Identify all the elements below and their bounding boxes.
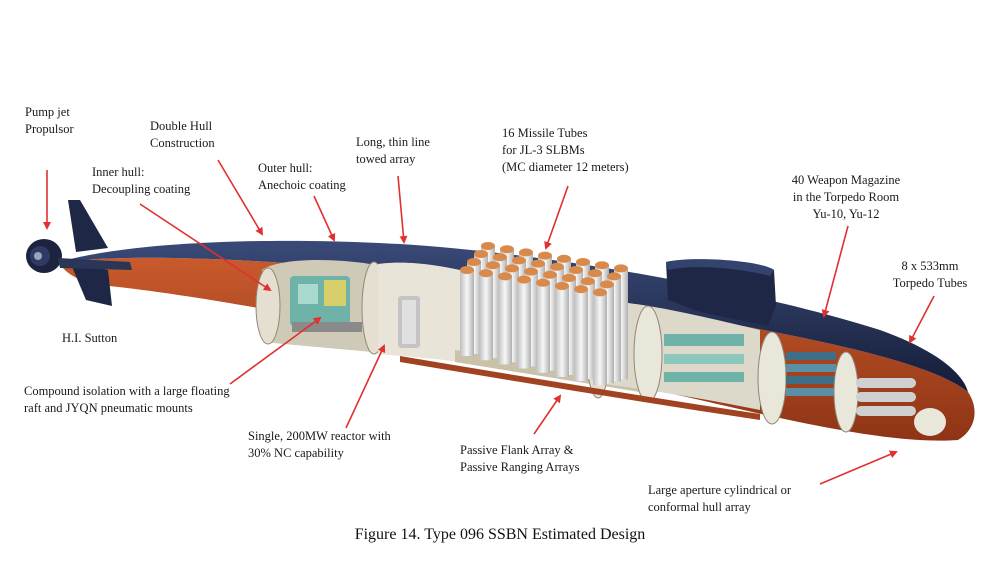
missile-tube-cap	[562, 274, 576, 282]
label-conformal-array: Large aperture cylindrical or conformal …	[648, 482, 791, 516]
missile-tube-cap	[536, 279, 550, 287]
missile-tube-cap	[557, 255, 571, 263]
label-torpedo-tubes: 8 x 533mm Torpedo Tubes	[882, 258, 978, 292]
missile-tube	[479, 273, 493, 360]
missile-tube	[593, 292, 607, 385]
missile-tube-cap	[493, 253, 507, 261]
missile-tube-cap	[467, 258, 481, 266]
label-flank-array: Passive Flank Array & Passive Ranging Ar…	[460, 442, 579, 476]
arrow-towed-array	[398, 176, 404, 242]
arrow-reactor	[346, 346, 384, 428]
missile-tube-cap	[550, 263, 564, 271]
missile-tube-cap	[538, 252, 552, 260]
missile-tube-cap	[486, 261, 500, 269]
arrow-double-hull	[218, 160, 262, 234]
missile-tube	[460, 270, 474, 356]
label-inner-hull: Inner hull: Decoupling coating	[92, 164, 190, 198]
missile-tube-cap	[569, 266, 583, 274]
missile-tube-cap	[607, 272, 621, 280]
label-towed-array: Long, thin line towed array	[356, 134, 430, 168]
label-reactor: Single, 200MW reactor with 30% NC capabi…	[248, 428, 391, 462]
missile-tube-cap	[614, 264, 628, 272]
label-weapon-magazine: 40 Weapon Magazine in the Torpedo Room Y…	[774, 172, 918, 223]
missile-tube	[498, 276, 512, 364]
missile-tube	[555, 286, 569, 377]
missile-tube-cap	[498, 272, 512, 280]
label-missile-tubes: 16 Missile Tubes for JL-3 SLBMs (MC diam…	[502, 125, 629, 176]
missile-tube-cap	[531, 260, 545, 268]
label-double-hull: Double Hull Construction	[150, 118, 215, 152]
label-pump-jet: Pump jet Propulsor	[25, 104, 74, 138]
label-isolation-raft: Compound isolation with a large floating…	[24, 383, 230, 417]
missile-tube-cap	[600, 280, 614, 288]
missile-tube-cap	[524, 268, 538, 276]
arrow-missile-tubes	[546, 186, 568, 248]
missile-tube-cap	[517, 276, 531, 284]
figure-caption: Figure 14. Type 096 SSBN Estimated Desig…	[0, 526, 1000, 544]
missile-tube-cap	[576, 258, 590, 266]
missile-tube-cap	[593, 288, 607, 296]
missile-tube-cap	[479, 269, 493, 277]
missile-tube-cap	[500, 245, 514, 253]
arrow-weapon-magazine	[824, 226, 848, 316]
missile-tube-cap	[460, 266, 474, 274]
missile-tube-cap	[519, 248, 533, 256]
missile-tube-cap	[474, 250, 488, 258]
credit: H.I. Sutton	[62, 330, 117, 347]
missile-tube-cap	[595, 261, 609, 269]
missile-tube	[574, 289, 588, 381]
missile-tube-cap	[555, 282, 569, 290]
missile-tube-cap	[588, 269, 602, 277]
missile-tube-cap	[543, 271, 557, 279]
arrow-conformal-array	[820, 452, 896, 484]
missile-tube-cap	[581, 277, 595, 285]
missile-tube-cap	[512, 256, 526, 264]
missile-tube	[517, 280, 531, 369]
missile-tube-cap	[505, 264, 519, 272]
arrow-outer-hull	[314, 196, 334, 240]
missile-tube	[536, 283, 550, 373]
missile-tube-cap	[481, 242, 495, 250]
label-outer-hull: Outer hull: Anechoic coating	[258, 160, 346, 194]
arrow-flank-array	[534, 396, 560, 434]
missile-tube-cap	[574, 285, 588, 293]
arrow-torpedo-tubes	[910, 296, 934, 342]
